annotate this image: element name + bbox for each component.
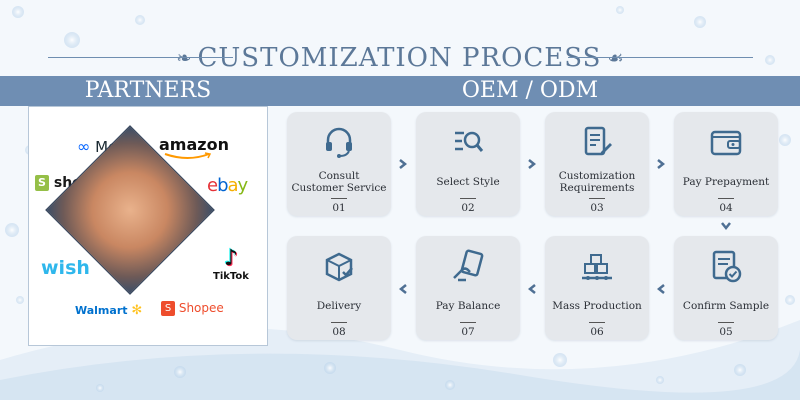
shopee-logo-text: Shopee <box>178 301 224 315</box>
document-edit-icon <box>584 126 612 156</box>
flourish-right-icon: ☙ <box>607 47 624 69</box>
step-label: Customization Requirements <box>558 170 636 194</box>
partners-heading: PARTNERS <box>84 78 212 103</box>
title-left-line <box>48 57 233 58</box>
step-number: 02 <box>461 202 475 214</box>
flourish-left-icon: ❧ <box>176 47 192 69</box>
meta-infinity-icon: ∞ <box>77 137 91 156</box>
arrow-right-icon <box>399 159 408 169</box>
tiktok-logo-text: TikTok <box>213 271 249 282</box>
step-card-02: Select Style 02 <box>416 112 520 216</box>
page-title: CUSTOMIZATION PROCESS <box>197 43 602 73</box>
title-right-line <box>568 57 753 58</box>
step-card-04: Pay Prepayment 04 <box>674 112 778 216</box>
walmart-spark-icon: ✻ <box>131 303 143 318</box>
step-card-01: Consult Customer Service 01 <box>287 112 391 216</box>
walmart-logo-text: Walmart <box>75 304 128 317</box>
ebay-letter-e: e <box>207 175 218 196</box>
amazon-logo-text: amazon <box>159 135 229 154</box>
step-divider <box>331 322 347 323</box>
arrow-left-icon <box>398 284 407 294</box>
step-label: Consult Customer Service <box>291 170 387 194</box>
ebay-logo: ebay <box>207 175 249 196</box>
step-card-05: Confirm Sample 05 <box>674 236 778 340</box>
step-card-03: Customization Requirements 03 <box>545 112 649 216</box>
wish-logo: wish <box>41 257 90 279</box>
tiktok-logo: ♪ TikTok <box>211 246 251 283</box>
step-label: Mass Production <box>552 300 642 312</box>
step-divider <box>589 198 605 199</box>
ebay-letter-y: y <box>237 175 249 196</box>
shopify-bag-icon: S <box>35 175 49 191</box>
wallet-icon <box>710 130 742 156</box>
oem-odm-heading: OEM / ODM <box>461 78 599 103</box>
wish-logo-text: wish <box>41 257 90 279</box>
step-label: Select Style <box>436 176 500 188</box>
header: ❧ CUSTOMIZATION PROCESS ☙ <box>0 40 800 76</box>
ebay-letter-b: b <box>217 175 228 196</box>
step-divider <box>718 198 734 199</box>
step-label: Pay Prepayment <box>682 176 770 188</box>
ebay-letter-a: a <box>227 175 239 196</box>
walmart-logo: Walmart ✻ <box>75 303 142 318</box>
step-number: 04 <box>719 202 733 214</box>
shopee-logo: S Shopee <box>161 301 224 316</box>
arrow-right-icon <box>528 159 537 169</box>
step-divider <box>589 322 605 323</box>
arrow-left-icon <box>527 284 536 294</box>
step-card-06: Mass Production 06 <box>545 236 649 340</box>
step-number: 06 <box>590 326 604 338</box>
payment-hand-icon <box>453 249 484 282</box>
step-label: Pay Balance <box>435 300 501 312</box>
search-list-icon <box>455 131 484 152</box>
shopee-bag-icon: S <box>161 301 175 316</box>
arrow-right-icon <box>657 159 666 169</box>
arrow-left-icon <box>656 284 665 294</box>
step-divider <box>460 198 476 199</box>
amazon-smile-icon <box>164 152 212 159</box>
step-number: 05 <box>719 326 733 338</box>
step-label: Confirm Sample <box>682 300 770 312</box>
box-delivery-icon <box>325 252 353 282</box>
step-divider <box>460 322 476 323</box>
step-label: Delivery <box>316 300 362 312</box>
factory-boxes-icon <box>582 254 612 280</box>
tiktok-note-icon: ♪ <box>223 246 239 271</box>
step-divider <box>331 198 347 199</box>
step-number: 08 <box>332 326 346 338</box>
step-number: 01 <box>332 202 346 214</box>
step-card-07: Pay Balance 07 <box>416 236 520 340</box>
amazon-logo: amazon <box>159 135 229 159</box>
headset-icon <box>326 127 352 158</box>
step-divider <box>718 322 734 323</box>
step-number: 03 <box>590 202 604 214</box>
document-check-icon <box>712 250 742 283</box>
step-number: 07 <box>461 326 475 338</box>
step-card-08: Delivery 08 <box>287 236 391 340</box>
section-header-band: PARTNERS OEM / ODM <box>0 76 800 106</box>
arrow-down-icon <box>721 222 731 231</box>
